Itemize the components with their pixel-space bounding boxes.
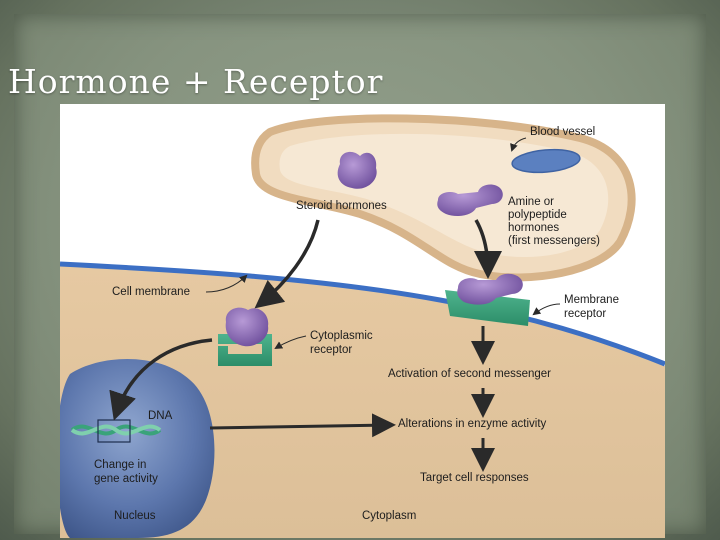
hormone-receptor-figure: Blood vessel Steroid hormones Amine or p… bbox=[60, 104, 665, 538]
arrow-receptor-to-gene bbox=[109, 338, 213, 421]
cell-membrane bbox=[60, 261, 665, 367]
label-blood-vessel: Blood vessel bbox=[530, 126, 596, 138]
arrow-steroid-to-receptor bbox=[254, 219, 320, 309]
slide-title: Hormone + Receptor bbox=[8, 62, 384, 101]
bound-steroid-shape bbox=[225, 307, 269, 347]
label-cell-membrane: Cell membrane bbox=[112, 286, 190, 298]
steroid-hormone-shape bbox=[337, 151, 377, 189]
label-amine-line3: hormones bbox=[508, 222, 560, 234]
bound-amine-hormone-shape bbox=[457, 273, 523, 305]
label-gene-line1: Change in bbox=[94, 459, 147, 471]
arrow-nucleus-to-enzyme bbox=[209, 413, 396, 438]
leader-cytoplasmic-receptor bbox=[274, 335, 307, 350]
label-membrane-receptor-line2: receptor bbox=[564, 308, 607, 320]
label-cytoplasm: Cytoplasm bbox=[362, 510, 417, 522]
label-membrane-receptor-line1: Membrane bbox=[564, 294, 619, 306]
label-target-cell: Target cell responses bbox=[420, 472, 529, 484]
label-amine-line1: Amine or bbox=[508, 196, 555, 208]
label-gene-line2: gene activity bbox=[94, 473, 158, 485]
red-blood-cell-shape bbox=[511, 148, 581, 174]
leader-membrane-receptor bbox=[532, 303, 561, 316]
label-amine-line4: (first messengers) bbox=[508, 235, 601, 247]
label-dna: DNA bbox=[148, 410, 173, 422]
amine-hormone-shape bbox=[437, 184, 503, 216]
label-second-messenger: Activation of second messenger bbox=[388, 368, 552, 380]
label-cytoplasmic-line2: receptor bbox=[310, 344, 353, 356]
diagram-graphic bbox=[60, 114, 665, 538]
leader-blood-vessel bbox=[510, 137, 527, 152]
label-steroid-hormones: Steroid hormones bbox=[296, 200, 387, 212]
arrow-amine-to-receptor bbox=[473, 219, 502, 279]
label-amine-line2: polypeptide bbox=[508, 209, 567, 221]
nucleus-shape bbox=[60, 359, 215, 538]
label-enzyme-activity: Alterations in enzyme activity bbox=[398, 418, 547, 430]
label-nucleus: Nucleus bbox=[114, 510, 156, 522]
label-cytoplasmic-line1: Cytoplasmic bbox=[310, 330, 373, 342]
leader-cell-membrane bbox=[205, 274, 248, 293]
